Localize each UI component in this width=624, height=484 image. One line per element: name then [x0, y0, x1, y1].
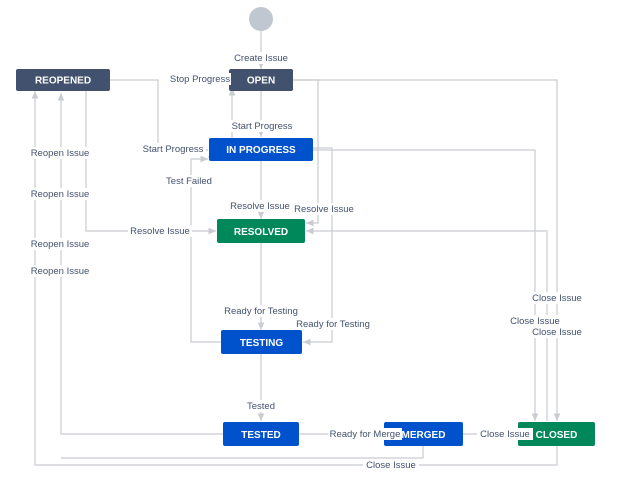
node-tested[interactable]: TESTED [223, 422, 299, 446]
label-close-issue-1[interactable]: Close Issue [532, 293, 582, 304]
label-start-progress-left[interactable]: Start Progress [143, 144, 204, 155]
node-closed-label: CLOSED [536, 430, 578, 441]
label-close-issue-bottom[interactable]: Close Issue [366, 460, 416, 471]
edge-start-progress-left [110, 79, 208, 154]
node-testing-label: TESTING [240, 338, 284, 349]
label-close-issue-2[interactable]: Close Issue [510, 316, 560, 327]
node-resolved[interactable]: RESOLVED [217, 219, 305, 243]
edge-resolve-issue-left [85, 91, 216, 235]
label-reopen-issue-3[interactable]: Reopen Issue [31, 239, 90, 250]
label-reopen-issue-2[interactable]: Reopen Issue [31, 189, 90, 200]
node-open[interactable]: OPEN [229, 69, 293, 91]
edge-close-issue-2 [293, 79, 561, 421]
node-merged[interactable]: MERGED [384, 422, 463, 446]
label-resolve-issue-1[interactable]: Resolve Issue [230, 201, 290, 212]
edge-reopen-issue-outer [31, 91, 558, 466]
edges [31, 31, 561, 466]
node-reopened-label: REOPENED [35, 76, 91, 87]
node-merged-label: MERGED [402, 430, 446, 441]
node-resolved-label: RESOLVED [234, 227, 288, 238]
edge-close-issue-3 [306, 227, 548, 421]
label-resolve-issue-2[interactable]: Resolve Issue [294, 204, 354, 215]
label-reopen-issue-1[interactable]: Reopen Issue [31, 148, 90, 159]
node-testing[interactable]: TESTING [221, 330, 302, 354]
edge-test-failed [190, 155, 221, 343]
node-reopened[interactable]: REOPENED [16, 69, 110, 91]
label-ready-for-testing-2[interactable]: Ready for Testing [296, 319, 370, 330]
node-tested-label: TESTED [241, 430, 280, 441]
label-stop-progress[interactable]: Stop Progress [170, 74, 230, 85]
edge-reopen-issue-inner [57, 93, 223, 435]
label-test-failed[interactable]: Test Failed [166, 176, 212, 187]
label-create-issue[interactable]: Create Issue [234, 53, 288, 64]
edge-ready-for-testing-2 [303, 147, 333, 346]
label-ready-for-testing-1[interactable]: Ready for Testing [224, 306, 298, 317]
label-start-progress-down[interactable]: Start Progress [232, 121, 293, 132]
label-ready-for-merge[interactable]: Ready for Merge [330, 429, 401, 440]
label-resolve-issue-left[interactable]: Resolve Issue [130, 226, 190, 237]
node-in-progress-label: IN PROGRESS [226, 145, 296, 156]
edge-close-issue-bottom [61, 446, 424, 459]
node-open-label: OPEN [247, 76, 275, 87]
label-tested[interactable]: Tested [247, 401, 275, 412]
node-in-progress[interactable]: IN PROGRESS [209, 138, 313, 161]
label-close-issue-merged[interactable]: Close Issue [480, 429, 530, 440]
edge-labels: Create Issue Stop Progress Start Progres… [29, 52, 585, 471]
label-close-issue-3[interactable]: Close Issue [532, 327, 582, 338]
node-closed[interactable]: CLOSED [518, 422, 595, 446]
edge-close-issue-1 [313, 149, 539, 421]
label-reopen-issue-4[interactable]: Reopen Issue [31, 266, 90, 277]
start-node [249, 7, 273, 31]
